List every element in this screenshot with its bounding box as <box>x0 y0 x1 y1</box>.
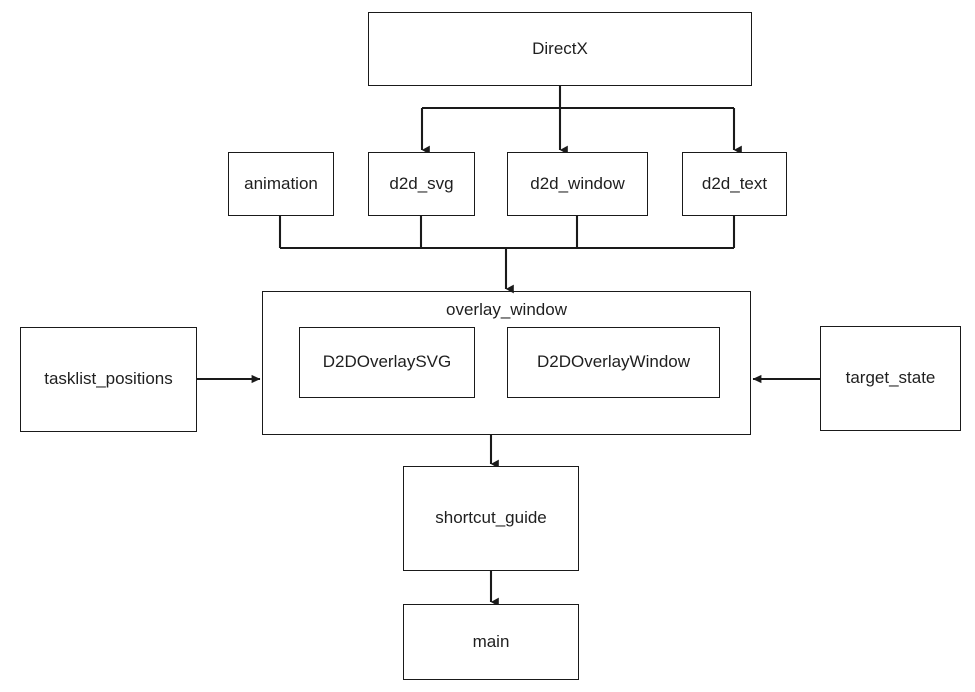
node-d2d-text[interactable]: d2d_text <box>682 152 787 216</box>
edge-directx-bus <box>420 86 734 143</box>
node-target-state[interactable]: target_state <box>820 326 961 431</box>
node-d2doverlaysvg[interactable]: D2DOverlaySVG <box>299 327 475 398</box>
node-d2doverlaywindow[interactable]: D2DOverlayWindow <box>507 327 720 398</box>
node-d2d-svg[interactable]: d2d_svg <box>368 152 475 216</box>
node-shortcut-guide[interactable]: shortcut_guide <box>403 466 579 571</box>
overlay-window-label: overlay_window <box>446 300 567 319</box>
node-main[interactable]: main <box>403 604 579 680</box>
node-animation[interactable]: animation <box>228 152 334 216</box>
node-tasklist-positions[interactable]: tasklist_positions <box>20 327 197 432</box>
node-d2d-window[interactable]: d2d_window <box>507 152 648 216</box>
node-directx[interactable]: DirectX <box>368 12 752 86</box>
